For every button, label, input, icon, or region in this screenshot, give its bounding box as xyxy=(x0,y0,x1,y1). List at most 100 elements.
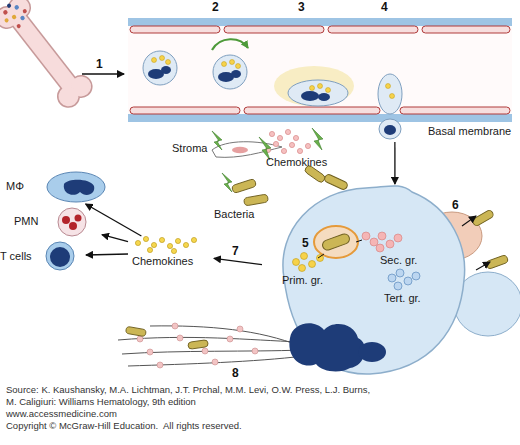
neutrophil-drawing xyxy=(321,233,351,252)
vessel-drawing xyxy=(128,26,512,114)
neutrophil-drawing xyxy=(358,342,386,362)
net-bead xyxy=(227,336,233,342)
chemokine-drawing xyxy=(191,237,196,242)
chemokine-drawing xyxy=(147,247,152,252)
vessel-drawing xyxy=(379,119,401,139)
bone-marrow xyxy=(22,8,28,14)
signal-bolt xyxy=(259,137,271,160)
vessel-drawing xyxy=(161,66,171,74)
neutrophil-drawing xyxy=(412,272,420,280)
neutrophil-drawing xyxy=(314,226,358,258)
net-bead xyxy=(172,323,178,329)
connector-arrow xyxy=(102,235,128,242)
vessel-drawing xyxy=(212,39,248,50)
bone-marrow xyxy=(19,15,25,21)
bacterium xyxy=(125,326,208,349)
vessel-drawing xyxy=(128,18,512,26)
t-cell-drawing xyxy=(46,242,74,270)
net-strand xyxy=(118,326,304,366)
chemokine-dots xyxy=(273,141,278,146)
bone-marrow xyxy=(8,9,80,94)
signal-bolt xyxy=(222,173,232,192)
vessel-drawing xyxy=(130,107,240,114)
bacterium xyxy=(231,178,256,193)
pmn-drawing xyxy=(75,215,82,222)
bacterium xyxy=(304,164,327,183)
vessel-drawing xyxy=(213,55,247,89)
bone-marrow xyxy=(54,82,82,110)
bone-marrow xyxy=(0,0,95,110)
pmn-cell: PMN xyxy=(6,207,102,237)
callout-number: 7 xyxy=(232,244,239,258)
bone-marrow xyxy=(16,23,22,29)
net-strand xyxy=(118,337,300,342)
bone-marrow xyxy=(0,3,21,31)
vessel-drawing xyxy=(166,60,171,65)
chemokine-drawing xyxy=(171,248,176,253)
neutrophil-drawing xyxy=(394,234,402,242)
callout-number: 8 xyxy=(232,366,239,380)
callout-number: 2 xyxy=(212,0,219,14)
neutrophil-drawing xyxy=(388,274,396,282)
chemokine-drawing xyxy=(167,243,172,248)
part-label: Stroma xyxy=(172,142,207,155)
chemokine-dots xyxy=(281,148,286,153)
bacterium xyxy=(188,340,209,350)
chemokine-dots xyxy=(289,142,294,147)
pmn-drawing xyxy=(62,215,82,231)
macrophage-drawing xyxy=(47,172,105,202)
neutrophil-drawing xyxy=(370,238,378,246)
vessel-drawing xyxy=(326,88,331,93)
stromal-cell xyxy=(212,142,282,158)
bone-marrow xyxy=(0,0,97,112)
stromal-cell xyxy=(232,147,248,153)
vessel-drawing xyxy=(288,80,348,106)
chemokine-drawing xyxy=(135,236,196,253)
source-note: Copyright © McGraw-Hill Education. All r… xyxy=(6,420,242,431)
t-cell-drawing xyxy=(50,247,70,267)
neutrophil-cell: Prim. gr.Sec. gr.Tert. gr. xyxy=(262,178,474,378)
vessel-drawing xyxy=(143,51,402,139)
chemokine-drawing xyxy=(159,237,164,242)
vessel-drawing xyxy=(128,14,512,142)
neutrophil-drawing xyxy=(404,277,412,285)
neutrophil-drawing xyxy=(376,244,384,252)
vessel-drawing xyxy=(230,60,235,65)
neutrophil-drawing xyxy=(317,255,324,262)
neutrophil-drawing xyxy=(378,232,386,240)
node-text: Chemokines xyxy=(132,255,193,268)
vessel-drawing xyxy=(378,74,402,114)
connector-arrow xyxy=(86,253,128,255)
vessel-drawing xyxy=(152,56,395,99)
chemokine-dots xyxy=(269,131,274,136)
signal-bolt xyxy=(312,128,323,150)
part-label: Chemokines xyxy=(266,156,327,169)
connector-arrow xyxy=(394,142,395,184)
neutrophil-drawing xyxy=(309,261,316,268)
bone-marrow xyxy=(7,8,81,95)
net-bead xyxy=(252,348,258,354)
net-bead xyxy=(237,326,243,332)
vessel-drawing xyxy=(386,84,391,89)
stromal-cell xyxy=(212,142,282,158)
bacterium xyxy=(471,209,508,269)
pmn-drawing xyxy=(62,216,70,224)
vessel-drawing xyxy=(390,94,395,99)
bone-marrow xyxy=(6,3,12,9)
chemokine-drawing xyxy=(151,242,156,247)
neutrophil-drawing xyxy=(394,282,402,290)
vessel-drawing xyxy=(318,93,330,101)
source-note: Source: K. Kaushansky, M.A. Lichtman, J.… xyxy=(6,384,370,395)
neutrophil-drawing xyxy=(318,254,324,258)
vessel-drawing xyxy=(310,86,315,91)
chemokine-drawing xyxy=(135,240,140,245)
migration-arrow xyxy=(82,73,124,74)
chemokine-dots xyxy=(285,129,290,134)
vessel-drawing xyxy=(130,26,220,33)
chemokine-drawing xyxy=(175,238,180,243)
node-text: Sec. gr. xyxy=(380,254,417,267)
vessel-drawing xyxy=(160,56,165,61)
neutrophil-drawing xyxy=(388,269,420,290)
chemokine-drawing xyxy=(143,236,148,241)
